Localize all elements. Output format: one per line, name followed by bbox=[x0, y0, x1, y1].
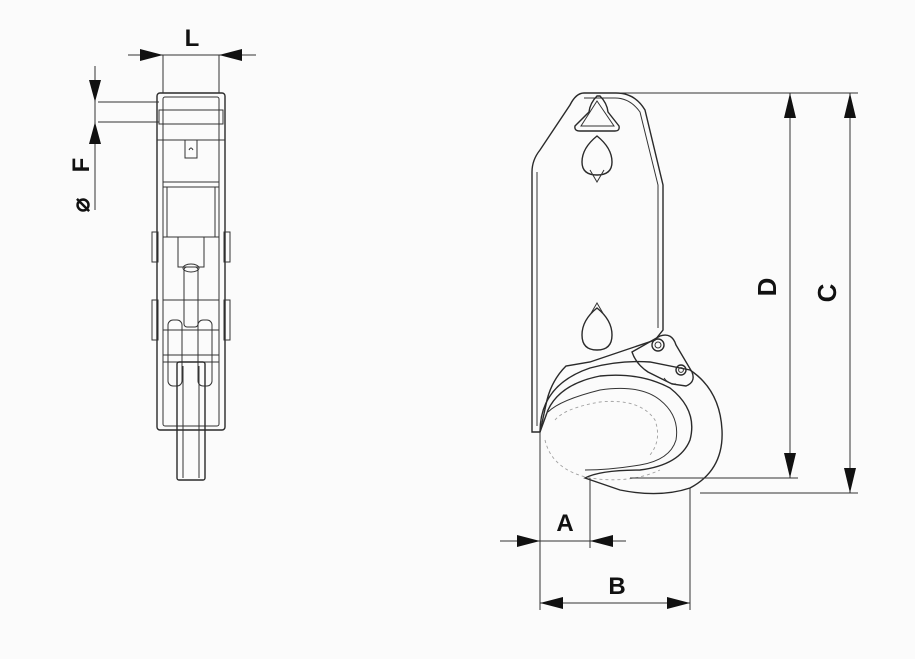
label-F: F bbox=[68, 158, 95, 173]
front-view bbox=[531, 92, 723, 495]
label-C: C bbox=[812, 283, 842, 302]
side-view bbox=[151, 92, 231, 481]
latch-pin bbox=[651, 338, 665, 352]
safety-latch bbox=[631, 334, 694, 387]
side-plate-inner bbox=[162, 96, 220, 427]
latch-rivet bbox=[675, 364, 687, 376]
dimension-D bbox=[620, 92, 798, 479]
central-body bbox=[166, 186, 216, 238]
spindle bbox=[177, 236, 205, 268]
keyhole-slot-bottom bbox=[581, 307, 613, 351]
label-B: B bbox=[608, 573, 625, 600]
hook-body bbox=[539, 360, 723, 495]
dimension-B bbox=[540, 488, 691, 610]
front-plate bbox=[531, 92, 664, 433]
dimension-A bbox=[500, 432, 626, 610]
label-A: A bbox=[556, 510, 573, 537]
side-plate-outer bbox=[156, 92, 226, 431]
label-D: D bbox=[752, 278, 782, 297]
keyhole-slot-middle bbox=[581, 135, 613, 176]
label-diameter-symbol: ⌀ bbox=[68, 197, 95, 212]
label-L: L bbox=[185, 25, 200, 52]
dimension-L bbox=[128, 49, 256, 93]
hook-tip-side bbox=[176, 361, 206, 481]
top-pin-bore bbox=[158, 109, 224, 125]
dimension-F bbox=[89, 66, 159, 210]
keyhole-slot-top bbox=[574, 95, 620, 132]
